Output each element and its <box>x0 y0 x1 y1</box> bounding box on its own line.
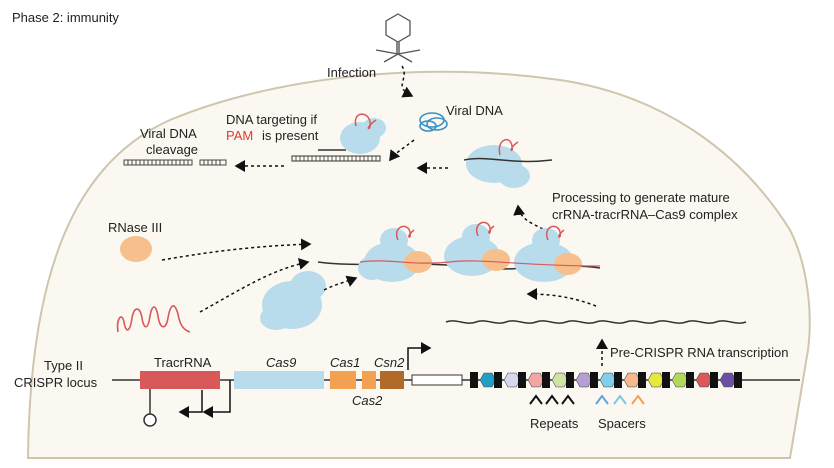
pre-crrna-arrow <box>526 288 597 307</box>
viral-dna-cleavage-label-line2: cleavage <box>146 142 198 157</box>
tracrrna-gene <box>140 371 220 389</box>
repeat-block <box>518 372 526 388</box>
repeat-block <box>590 372 598 388</box>
cas9-gene <box>234 371 324 389</box>
infection-label: Infection <box>327 65 376 80</box>
repeat-spacer-array <box>470 372 742 388</box>
rnase-iii-blob <box>120 236 152 262</box>
repeat-block <box>494 372 502 388</box>
locus-label-line1: Type II <box>44 358 83 373</box>
pre-crispr-label: Pre-CRISPR RNA transcription <box>610 345 788 360</box>
binding-arrow <box>389 139 415 162</box>
bacteriophage-icon <box>375 13 421 63</box>
infection-arrow <box>401 65 414 98</box>
dna-targeting-label-line1: DNA targeting if <box>226 112 317 127</box>
spacer-block <box>575 372 593 388</box>
repeat-block <box>470 372 478 388</box>
phase-title: Phase 2: immunity <box>12 10 119 25</box>
viral-dna-cleavage-label-line1: Viral DNA <box>140 126 197 141</box>
repeat-block <box>638 372 646 388</box>
processing-label-line1: Processing to generate mature <box>552 190 730 205</box>
cas1-gene <box>330 371 356 389</box>
spacer-block <box>719 372 737 388</box>
repeats-label: Repeats <box>530 416 579 431</box>
repeat-block <box>566 372 574 388</box>
dna-targeting-complex <box>291 113 386 162</box>
spacer-pointer-arrows <box>595 394 645 405</box>
locus-label-line2: CRISPR locus <box>14 375 98 390</box>
tracr-arrow <box>199 257 310 313</box>
viral-dna-label: Viral DNA <box>446 103 503 118</box>
cas9-label: Cas9 <box>266 355 296 370</box>
spacer-block <box>503 372 521 388</box>
pre-crrna-transcript <box>445 320 747 324</box>
repeat-block <box>734 372 742 388</box>
rnase-arrow <box>161 238 312 261</box>
spacer-block <box>551 372 569 388</box>
cas1-label: Cas1 <box>330 355 360 370</box>
spacer-block <box>479 372 497 388</box>
processing-label-line2: crRNA-tracrRNA–Cas9 complex <box>552 207 738 222</box>
cas2-label: Cas2 <box>352 393 383 408</box>
pam-label: PAM <box>226 128 253 143</box>
spacer-block <box>671 372 689 388</box>
cas2-gene <box>362 371 376 389</box>
promoter-arrow-icon <box>407 342 432 370</box>
tracrrna-hairpins <box>116 305 191 333</box>
repeat-block <box>710 372 718 388</box>
spacer-block <box>695 372 713 388</box>
repeat-block <box>614 372 622 388</box>
spacer-block <box>647 372 665 388</box>
repeat-block <box>542 372 550 388</box>
dna-targeting-label-line2: is present <box>262 128 319 143</box>
repeat-pointer-arrows <box>529 394 575 405</box>
cleaved-dna-fragments <box>123 159 227 166</box>
spacer-block <box>599 372 617 388</box>
cas9-complex-search <box>463 138 553 188</box>
repeat-block <box>686 372 694 388</box>
terminator-icon <box>143 389 157 427</box>
tracrrna-label: TracrRNA <box>154 355 212 370</box>
spacer-block <box>527 372 545 388</box>
csn2-gene <box>380 371 404 389</box>
cas9-crrna-complexes <box>317 221 601 282</box>
free-cas9-protein <box>260 271 326 330</box>
spacers-label: Spacers <box>598 416 646 431</box>
tracr-promoter-arrow-2-icon <box>178 390 203 418</box>
leader-sequence <box>411 374 463 386</box>
rnase-iii-label: RNase III <box>108 220 162 235</box>
csn2-label: Csn2 <box>374 355 405 370</box>
spacer-block <box>623 372 641 388</box>
cas9-arrow <box>323 275 358 291</box>
tracr-promoter-arrow-1-icon <box>202 380 231 418</box>
repeat-block <box>662 372 670 388</box>
viral-dna-coil-icon <box>419 112 448 132</box>
